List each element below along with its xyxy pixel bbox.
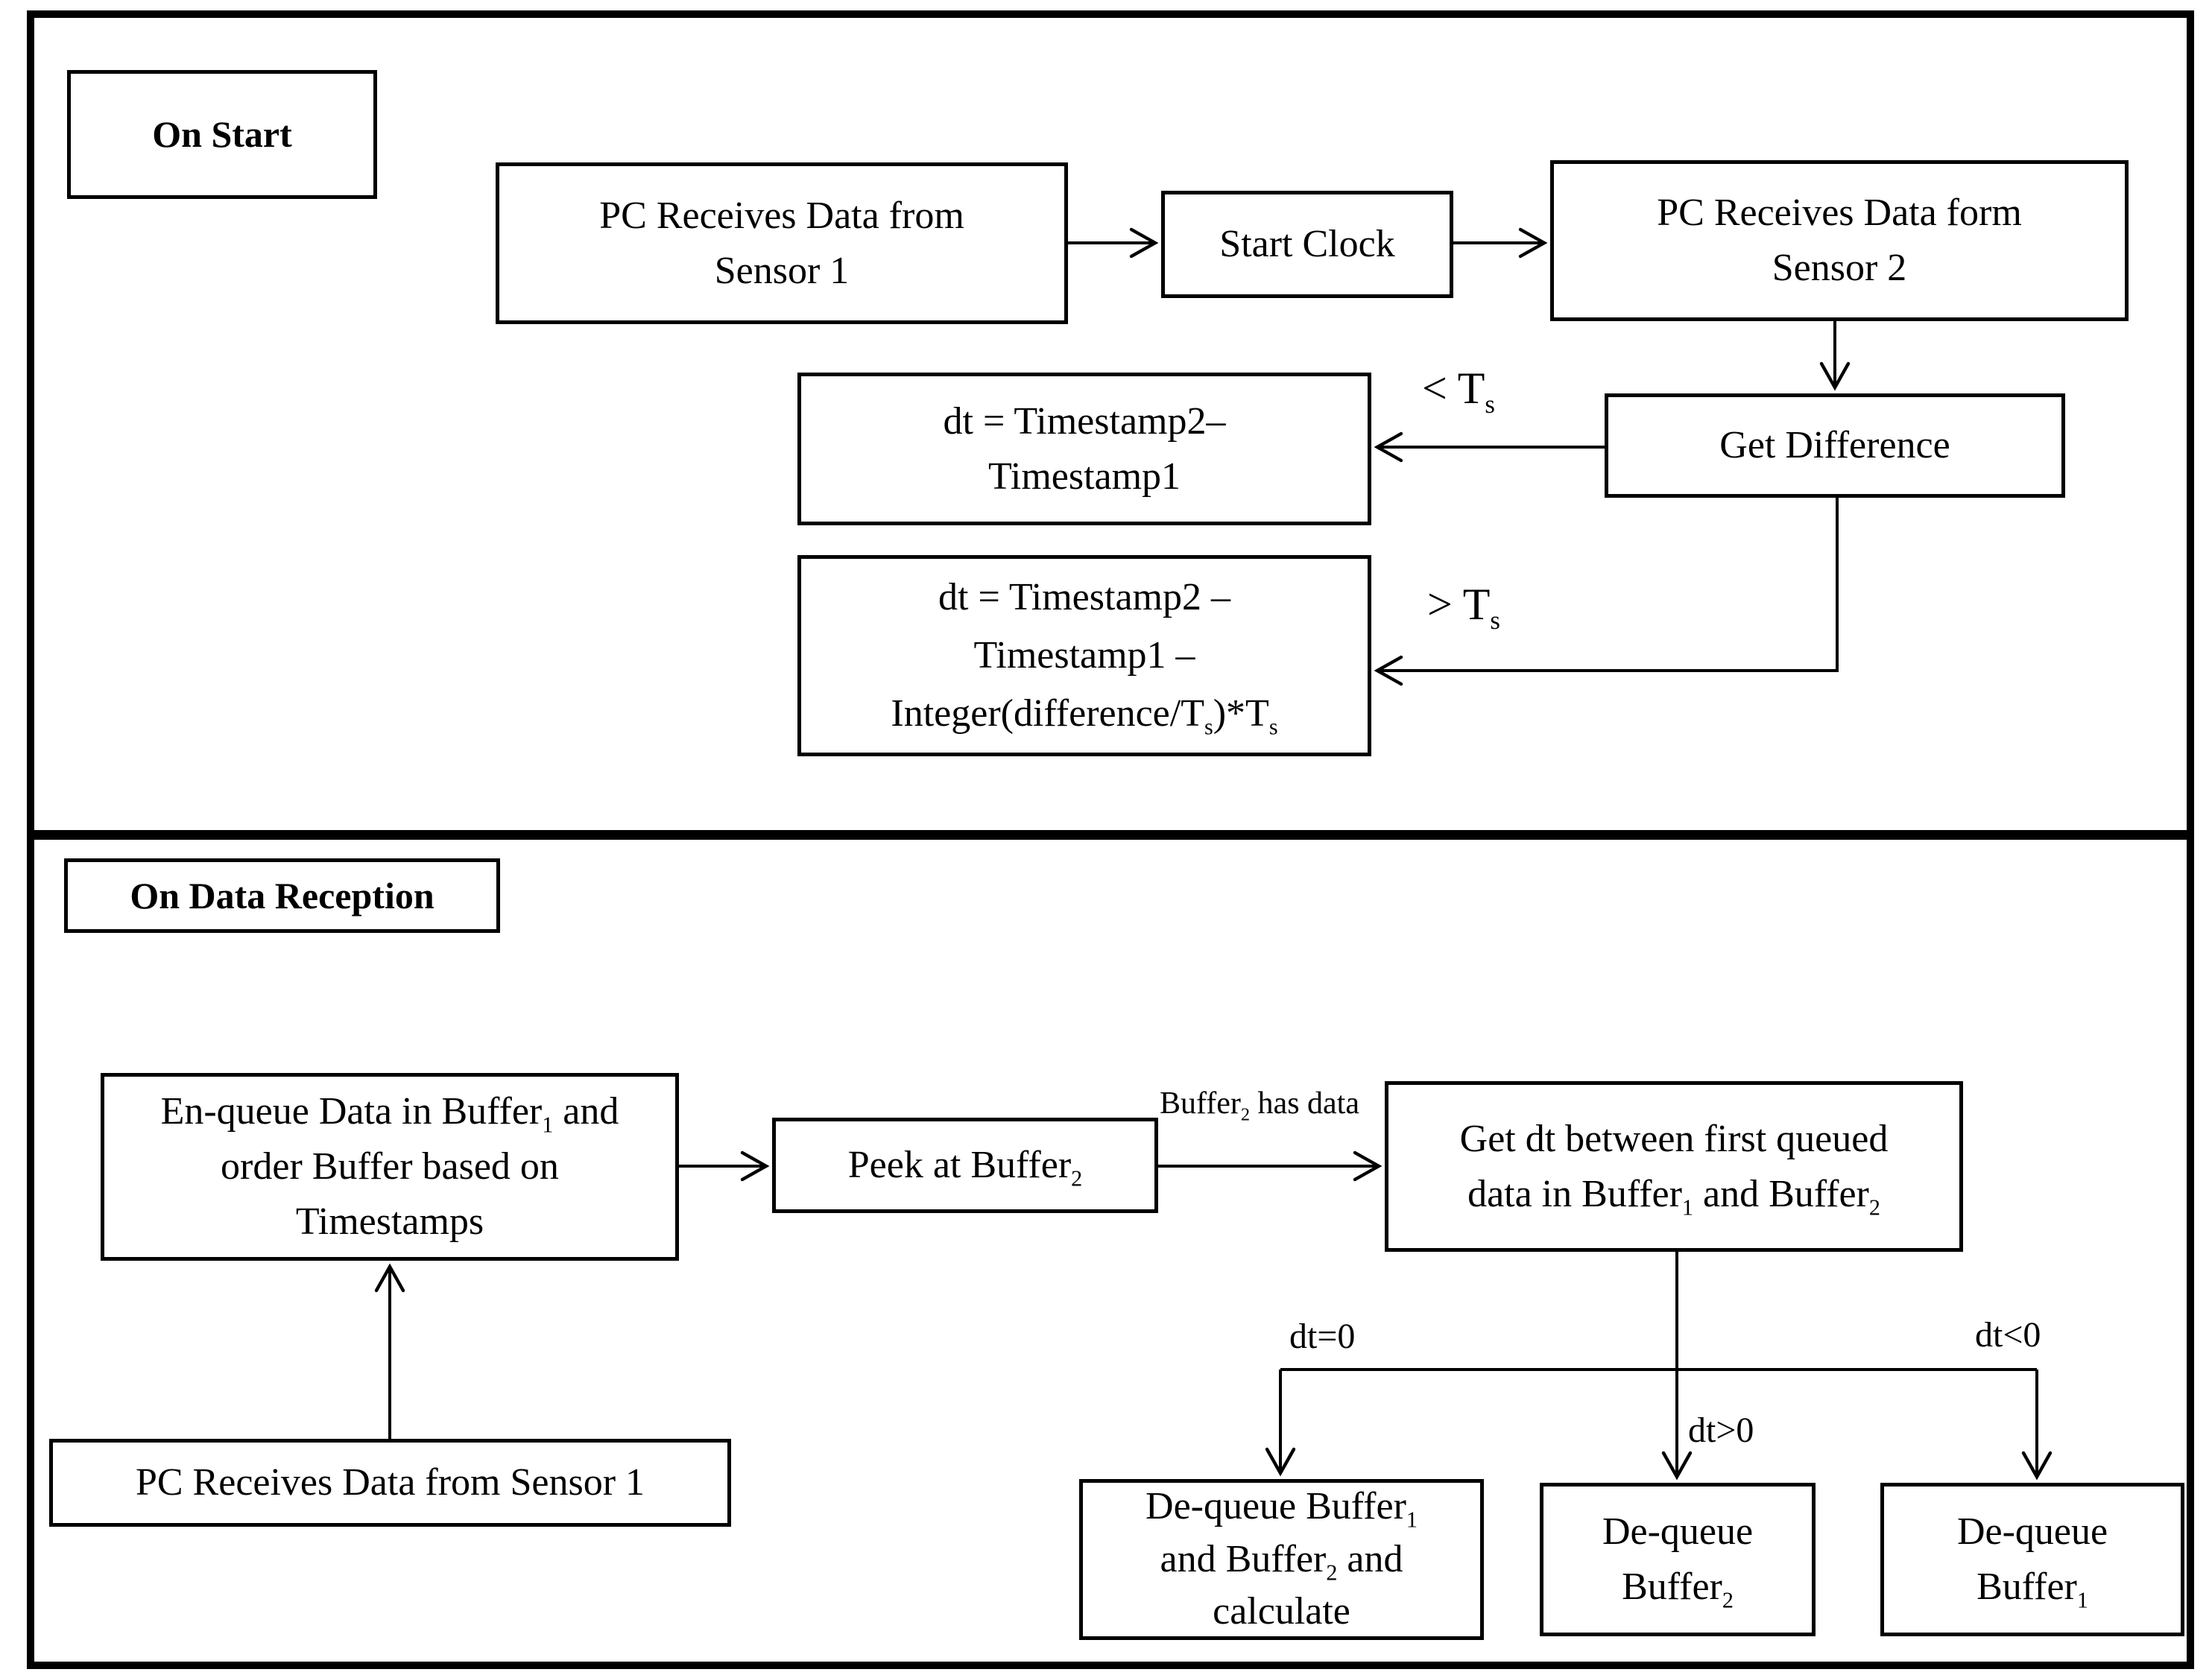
text-line: PC Receives Data from Sensor 1: [135, 1461, 645, 1504]
edge-label-less-than-ts: < Ts: [1422, 364, 1495, 419]
section-header-on-start: On Start: [67, 70, 377, 199]
text-line: Timestamps: [295, 1200, 484, 1243]
text-line: Get dt between first queued: [1459, 1117, 1889, 1160]
text-line: dt = Timestamp2–: [943, 399, 1226, 443]
section-header-on-data-reception: On Data Reception: [64, 858, 500, 933]
text-line: De-queue: [1602, 1510, 1754, 1554]
box-enqueue-buffer1: En-queue Data in Buffer1 and order Buffer…: [101, 1073, 679, 1261]
box-dt-wrapped-formula: dt = Timestamp2 – Timestamp1 – Integer(dif…: [797, 555, 1371, 756]
edge-label-dt-equals-0: dt=0: [1289, 1317, 1356, 1356]
box-dt-simple-formula: dt = Timestamp2– Timestamp1: [797, 373, 1371, 525]
section-divider-line: [27, 830, 2194, 840]
text-line: Buffer1: [1976, 1565, 2088, 1613]
text-line: order Buffer based on: [221, 1145, 559, 1188]
box-get-dt-between-buffers: Get dt between first queued data in Buffe…: [1385, 1081, 1963, 1252]
text-line: data in Buffer1 and Buffer2: [1467, 1172, 1880, 1220]
text-line: Timestamp1: [987, 455, 1181, 498]
get-difference-label: Get Difference: [1719, 424, 1950, 467]
box-start-clock: Start Clock: [1161, 191, 1453, 298]
text-line: Integer(difference/Ts)*Ts: [891, 692, 1278, 740]
on-data-reception-label: On Data Reception: [130, 874, 434, 916]
on-start-label: On Start: [152, 113, 292, 155]
text-line: De-queue: [1956, 1510, 2108, 1554]
box-get-difference: Get Difference: [1605, 393, 2065, 498]
edge-label-dt-less-0: dt<0: [1975, 1315, 2041, 1355]
text-line: Buffer2: [1622, 1565, 1734, 1613]
text-line: dt = Timestamp2 –: [938, 576, 1230, 618]
text-line: Sensor 2: [1772, 247, 1907, 289]
text-line: De-queue Buffer1: [1146, 1484, 1418, 1533]
text-line: and Buffer2 and: [1160, 1537, 1403, 1586]
text-line: En-queue Data in Buffer1 and: [160, 1090, 619, 1138]
edge-label-dt-greater-0: dt>0: [1688, 1411, 1754, 1450]
start-clock-label: Start Clock: [1219, 223, 1395, 266]
edge-label-greater-than-ts: > Ts: [1427, 580, 1500, 635]
text-line: calculate: [1213, 1590, 1350, 1633]
edge-label-buffer2-has-data: Buffer2 has data: [1160, 1086, 1359, 1125]
text-line: PC Receives Data from: [599, 194, 964, 237]
text-line: Sensor 1: [714, 249, 850, 292]
text-line: Timestamp1 –: [973, 634, 1195, 677]
box-peek-buffer2: Peek at Buffer2: [772, 1118, 1158, 1213]
box-pc-receives-sensor1-bottom: PC Receives Data from Sensor 1: [49, 1439, 731, 1527]
text-line: PC Receives Data form: [1657, 191, 2022, 235]
text-line: Peek at Buffer2: [847, 1144, 1083, 1191]
